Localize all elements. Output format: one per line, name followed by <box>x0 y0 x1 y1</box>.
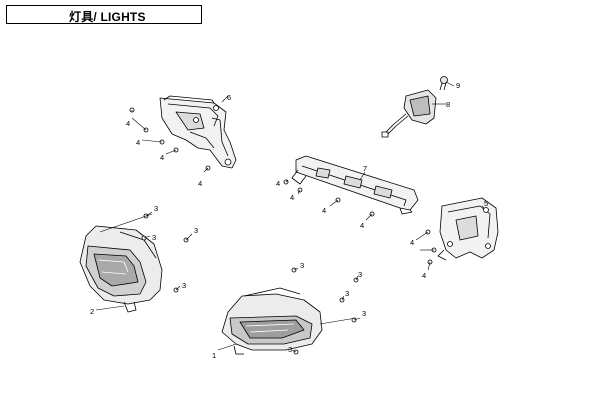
callout-4: 4 <box>160 153 164 162</box>
part-5-right-bracket <box>437 197 499 261</box>
callout-3: 3 <box>300 261 304 270</box>
callout-8: 8 <box>446 100 450 109</box>
part-9-screw <box>439 76 448 91</box>
callout-3: 3 <box>358 270 362 279</box>
callout-7: 7 <box>363 164 367 173</box>
callout-2: 2 <box>90 307 94 316</box>
callout-3: 3 <box>194 226 198 235</box>
callout-4: 4 <box>422 271 426 280</box>
diagram-title: 灯具/ LIGHTS <box>69 10 146 24</box>
part-8-small-lamp <box>381 89 437 138</box>
title-box: 灯具/ LIGHTS <box>6 5 202 24</box>
part-7-center-bar <box>291 155 419 215</box>
callout-labels: 1 2 3 3 3 3 3 3 3 3 3 4 4 4 4 4 4 4 4 4 … <box>90 81 488 360</box>
callout-3: 3 <box>345 289 349 298</box>
callout-3: 3 <box>182 281 186 290</box>
callout-1: 1 <box>212 351 216 360</box>
callout-3: 3 <box>154 204 158 213</box>
callout-4: 4 <box>126 119 130 128</box>
part-2-left-headlamp <box>79 225 163 313</box>
callout-9: 9 <box>456 81 460 90</box>
callout-5: 5 <box>484 199 488 208</box>
callout-4: 4 <box>360 221 364 230</box>
callout-4: 4 <box>276 179 280 188</box>
callout-4: 4 <box>290 193 294 202</box>
callout-4: 4 <box>410 238 414 247</box>
part-6-left-bracket <box>159 95 237 169</box>
callout-6: 6 <box>227 93 231 102</box>
callout-4: 4 <box>136 138 140 147</box>
callout-3: 3 <box>362 309 366 318</box>
leader-lines <box>95 81 485 353</box>
callout-4: 4 <box>198 179 202 188</box>
callout-3: 3 <box>152 233 156 242</box>
callout-4: 4 <box>322 206 326 215</box>
callout-3: 3 <box>288 345 292 354</box>
part-1-right-headlamp <box>221 287 323 355</box>
